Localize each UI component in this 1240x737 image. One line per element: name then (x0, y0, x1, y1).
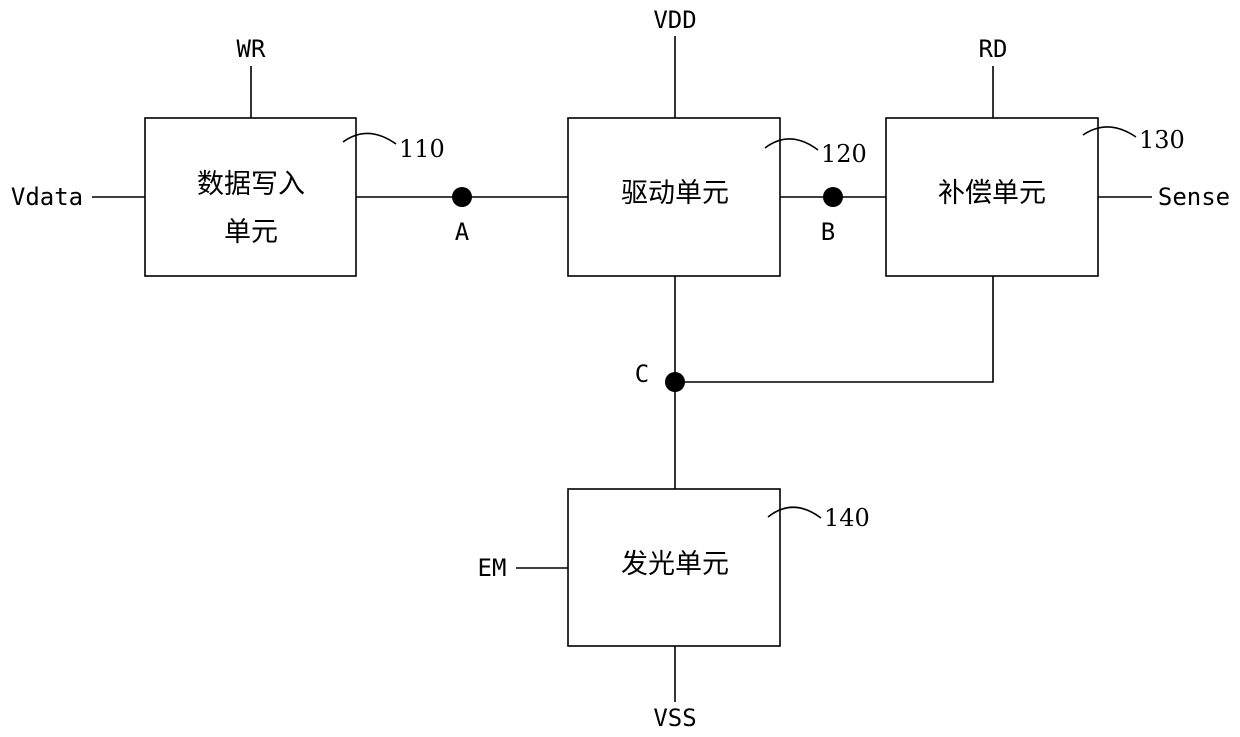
signal-em-label: EM (478, 554, 507, 582)
block-light-emit-label: 发光单元 (621, 549, 729, 580)
signal-vdata-label: Vdata (11, 183, 83, 211)
node-b-dot (823, 187, 843, 207)
signal-vss-label: VSS (653, 704, 696, 732)
ref-number-130: 130 (1139, 126, 1185, 154)
block-compensation-unit: 补偿单元 (886, 118, 1098, 276)
signal-wr-label: WR (237, 35, 266, 63)
node-c-dot (665, 372, 685, 392)
block-light-emit-unit: 发光单元 (568, 489, 780, 646)
wire-compensation-to-node-c (675, 276, 993, 382)
block-compensation-label: 补偿单元 (938, 178, 1046, 209)
signal-vdd-label: VDD (653, 6, 696, 34)
block-data-write-unit: 数据写入 单元 (145, 118, 356, 276)
ref-number-120: 120 (821, 140, 867, 168)
block-drive-label: 驱动单元 (621, 178, 729, 209)
signal-sense-label: Sense (1158, 183, 1230, 211)
node-c-label: C (635, 360, 649, 388)
block-data-write-label-line1: 数据写入 (197, 169, 305, 200)
ref-number-110: 110 (399, 135, 445, 163)
node-a-label: A (455, 218, 470, 246)
node-b-label: B (821, 218, 835, 246)
node-a-dot (452, 187, 472, 207)
block-drive-unit: 驱动单元 (568, 118, 780, 276)
signal-rd-label: RD (979, 35, 1008, 63)
block-data-write-label-line2: 单元 (224, 217, 278, 248)
ref-number-140: 140 (824, 504, 870, 532)
